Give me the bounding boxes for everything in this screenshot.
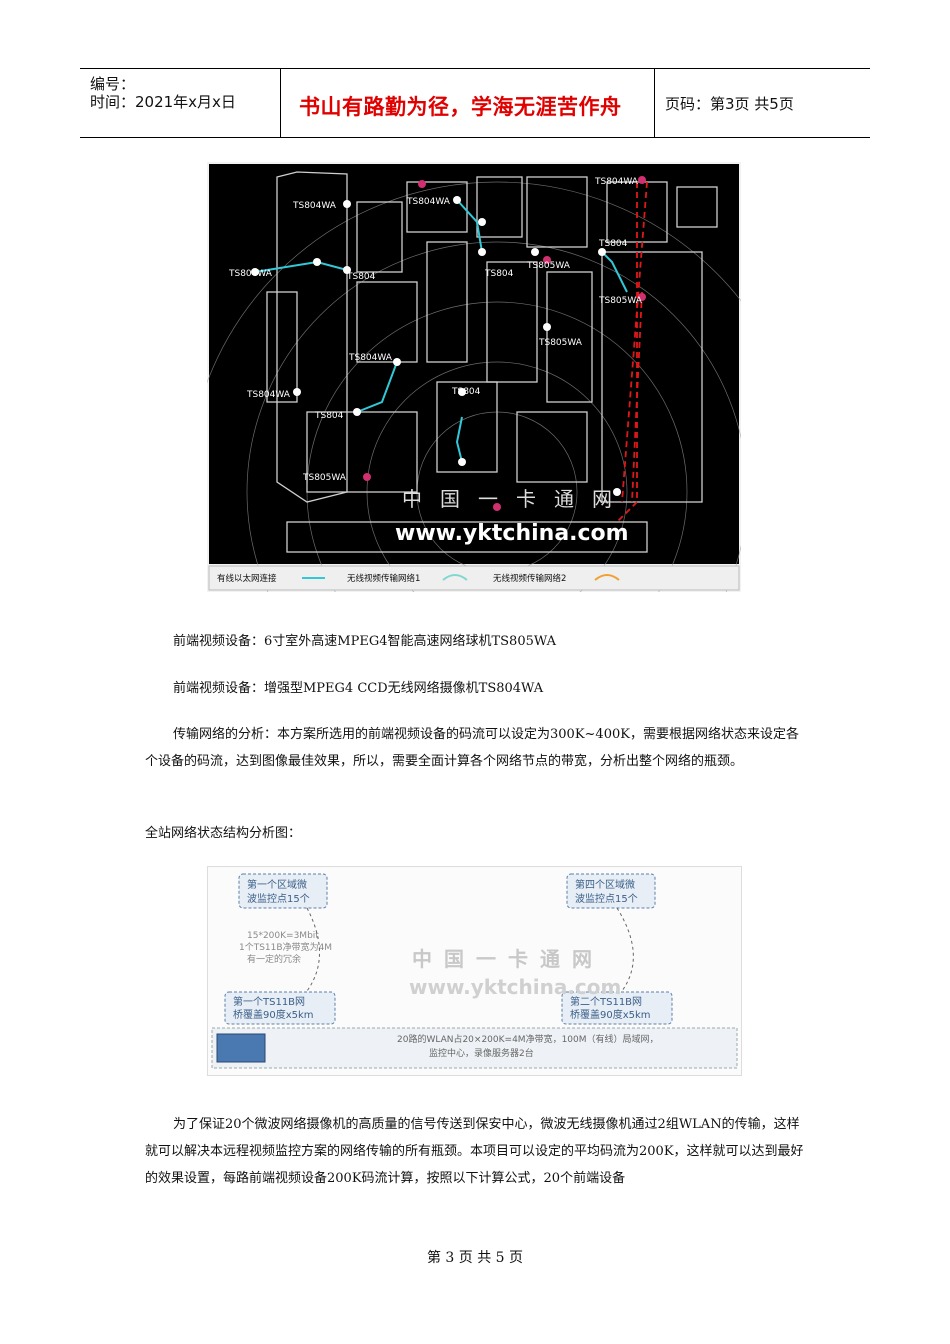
node-label: TS804 [451, 387, 481, 397]
wireless-network-2 [616, 181, 648, 523]
zone-4-text-line2: 波监控点15个 [575, 892, 638, 905]
node-white [598, 248, 606, 256]
number-label: 编号： [90, 75, 136, 93]
building-outlines [266, 171, 718, 553]
bridge-1-text-line1: 第一个TS11B网 [233, 995, 305, 1008]
node-label: TS804WA [246, 390, 291, 400]
zone-4-text-line1: 第四个区域微 [575, 878, 635, 891]
zone-1-text-line1: 第一个区域微 [247, 878, 307, 891]
control-center-text: 20路的WLAN占20×200K=4M净带宽，100M（有线）局域网， 监控中心… [397, 1033, 659, 1059]
device-line-2: 前端视频设备：增强型MPEG4 CCD无线网络摄像机TS804WA [173, 681, 544, 696]
node-label: TS804WA [348, 353, 393, 363]
node-label: TS805WA [526, 261, 571, 271]
bottom-line2: 监控中心，录像服务器2台 [429, 1047, 534, 1059]
bridge-2-text-line2: 桥覆盖90度x5km [570, 1008, 651, 1021]
node-white [343, 266, 351, 274]
bottom-line1: 20路的WLAN占20×200K=4M净带宽，100M（有线）局域网， [397, 1033, 659, 1045]
node-label: TS804WA [594, 177, 639, 187]
legend-wireless-1-swatch [442, 574, 468, 581]
node-label: TS804 [346, 272, 376, 282]
node-label: TS804WA [406, 197, 451, 207]
node-label: TS805WA [538, 338, 583, 348]
node-pink [363, 473, 371, 481]
control-center-box [211, 1027, 738, 1069]
node-white [458, 458, 466, 466]
map-legend: 有线以太网连接 无线视频传输网络1 无线视频传输网络2 [217, 573, 620, 584]
node-pink [543, 256, 551, 264]
node-white [478, 248, 486, 256]
calc-line2: 1个TS11B净带宽为4M [239, 941, 332, 953]
page-info: 页码：第3页 共5页 [665, 95, 794, 113]
zone-4-box [566, 873, 656, 909]
conclusion-paragraph: 为了保证20个微波网络摄像机的高质量的信号传送到保安中心，微波无线摄像机通过2组… [145, 1117, 804, 1186]
bridge-1-text-line2: 桥覆盖90度x5km [233, 1008, 314, 1021]
bridge-1-box [224, 991, 336, 1025]
node-white [453, 196, 461, 204]
calc-line1: 15*200K=3Mbit [247, 931, 319, 941]
time-label: 时间：2021年x月x日 [90, 93, 236, 111]
node-white [458, 388, 466, 396]
node-pink [493, 503, 501, 511]
node-white [293, 388, 301, 396]
site-map-figure: TS804WA TS804WA TS804 TS804WA TS804 TS80… [207, 162, 741, 592]
node-label: TS804 [598, 239, 628, 249]
net-watermark-url: www.yktchina.com [409, 975, 621, 999]
node-white [251, 268, 259, 276]
network-diagram-figure: 第一个区域微 波监控点15个 第四个区域微 波监控点15个 15*200K=3M… [207, 866, 742, 1076]
header-meta-cell: 编号： 时间：2021年x月x日 [80, 69, 281, 137]
node-labels: TS804WA TS804WA TS804 TS804WA TS804 TS80… [228, 177, 643, 483]
node-white [613, 488, 621, 496]
network-diagram-svg: 第一个区域微 波监控点15个 第四个区域微 波监控点15个 15*200K=3M… [207, 866, 742, 1076]
legend-wireless-2-swatch [594, 574, 620, 581]
device-line-1: 前端视频设备：6寸室外高速MPEG4智能高速网络球机TS805WA [173, 634, 556, 649]
zone-1-text-line2: 波监控点15个 [247, 892, 310, 905]
node-white [393, 358, 401, 366]
node-label: TS805WA [302, 473, 347, 483]
legend-wired: 有线以太网连接 [217, 573, 277, 584]
node-pink [638, 293, 646, 301]
map-watermark-cn: 中国一卡通网 [402, 487, 630, 511]
node-white [343, 200, 351, 208]
node-label: TS804WA [228, 269, 273, 279]
node-pink [638, 176, 646, 184]
bridge-2-text-line1: 第二个TS11B网 [570, 995, 642, 1008]
camera-nodes [251, 176, 646, 511]
node-white [543, 323, 551, 331]
legend-wireless-2: 无线视频传输网络2 [493, 573, 566, 584]
map-watermark-url: www.yktchina.com [395, 521, 629, 546]
node-white [353, 408, 361, 416]
site-map-svg: TS804WA TS804WA TS804 TS804WA TS804 TS80… [207, 164, 741, 592]
server-icon [216, 1033, 266, 1063]
calc-line3: 有一定的冗余 [247, 953, 301, 965]
node-white [313, 258, 321, 266]
node-white [478, 218, 486, 226]
motto: 书山有路勤为径，学海无涯苦作舟 [299, 95, 622, 119]
legend-wireless-1: 无线视频传输网络1 [347, 573, 420, 584]
node-label: TS804 [484, 269, 514, 279]
bridge-2-box [561, 991, 673, 1025]
page-header: 编号： 时间：2021年x月x日 书山有路勤为径，学海无涯苦作舟 页码：第3页 … [80, 68, 870, 138]
calc-notes: 15*200K=3Mbit 1个TS11B净带宽为4M 有一定的冗余 [239, 931, 332, 965]
net-watermark-cn: 中国一卡通网 [412, 947, 604, 971]
node-pink [418, 180, 426, 188]
node-label: TS805WA [598, 296, 643, 306]
map-legend-bar [208, 565, 740, 591]
node-label: TS804 [314, 411, 344, 421]
header-page-cell: 页码：第3页 共5页 [655, 69, 870, 137]
network-heading: 全站网络状态结构分析图： [145, 826, 302, 841]
analysis-paragraph: 传输网络的分析：本方案所选用的前端视频设备的码流可以设定为300K~400K，需… [145, 727, 799, 769]
zone-1-box [238, 873, 328, 909]
wired-links [254, 199, 628, 463]
page-footer: 第 3 页 共 5 页 [426, 1250, 524, 1266]
node-label: TS804WA [292, 201, 337, 211]
header-motto-cell: 书山有路勤为径，学海无涯苦作舟 [281, 69, 655, 137]
node-white [531, 248, 539, 256]
